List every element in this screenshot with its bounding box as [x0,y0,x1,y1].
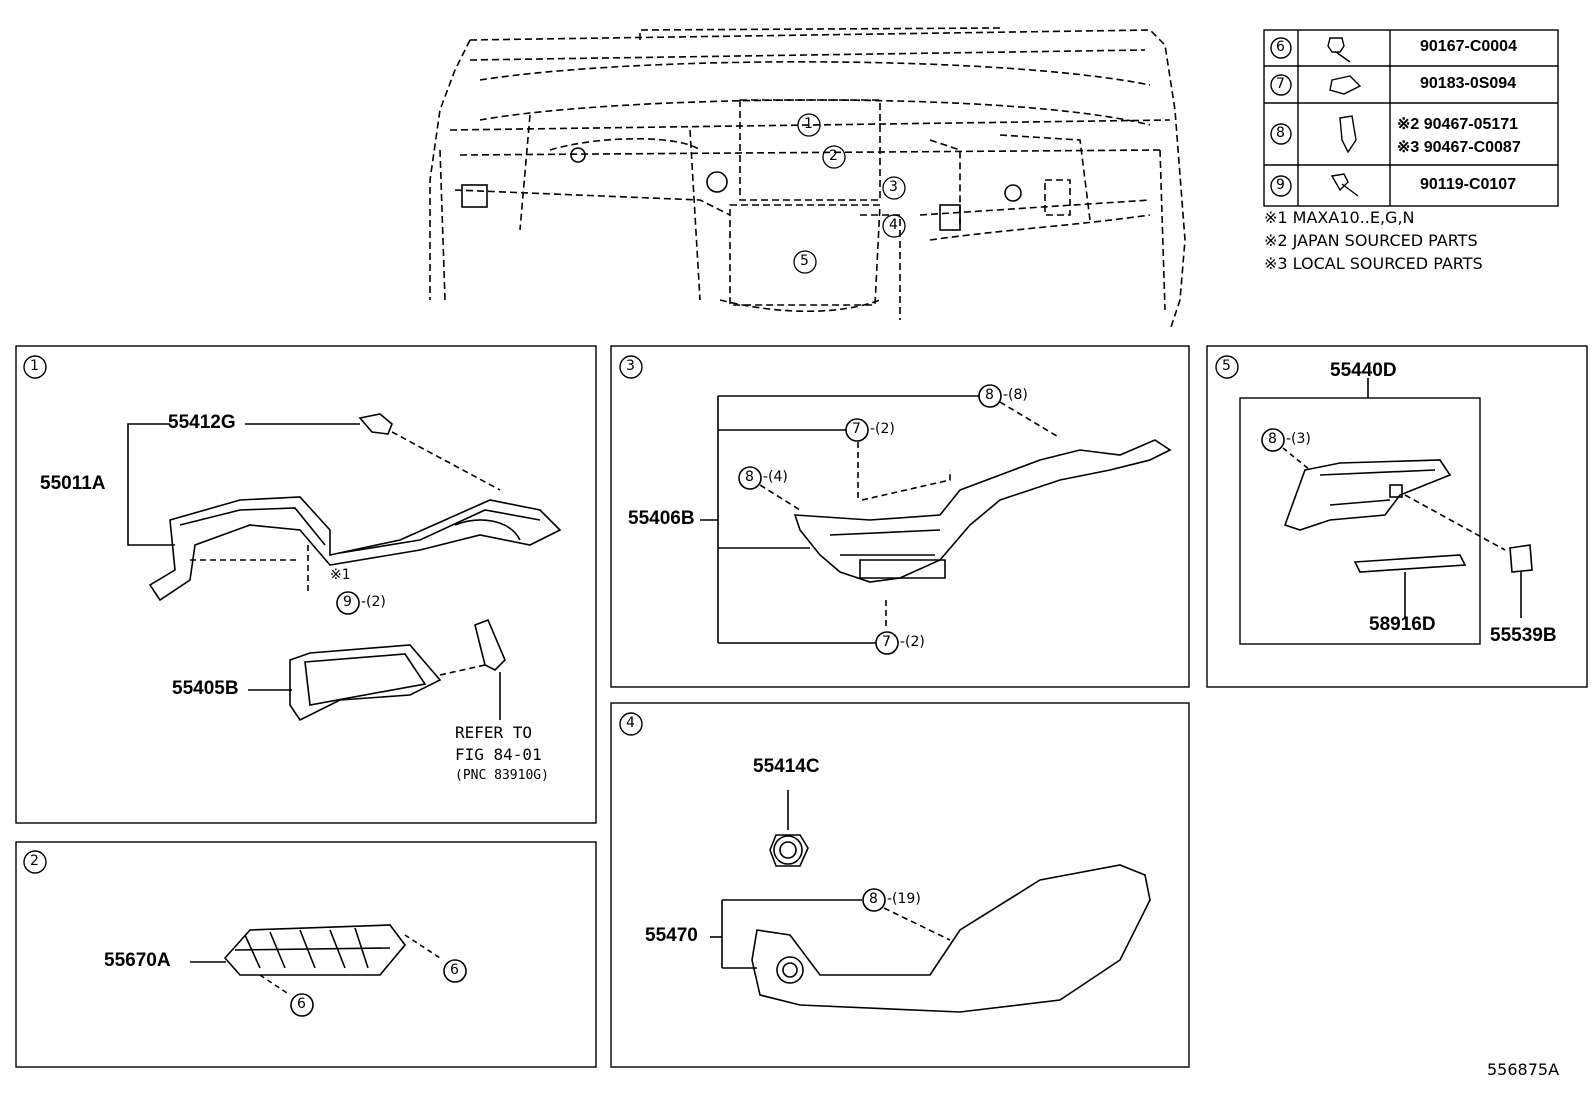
panel2-clip-a: 6 [450,962,459,978]
panel3-c7b: 7 [882,634,891,650]
overview-callouts [793,113,906,274]
panel5-c8-qty: -(3) [1286,431,1311,447]
panel3-c8a-qty: -(8) [1003,387,1028,403]
overview-callout-2: 2 [829,148,838,164]
dashboard-overview [429,27,1186,331]
note-1: ※1 MAXA10..E,G,N [1264,208,1415,227]
panel5-c8: 8 [1268,431,1277,447]
part-90183-0S094: 90183-0S094 [1420,75,1517,92]
panel3-c8b-qty: -(4) [763,469,788,485]
panel3-c8a: 8 [985,387,994,403]
panel2-clip-b: 6 [297,996,306,1012]
panel1-id: 1 [30,358,39,374]
screw-icon [1330,173,1349,192]
fastener-icons [1327,37,1362,197]
note-2: ※2 JAPAN SOURCED PARTS [1264,231,1478,250]
panel4-c8: 8 [869,891,878,907]
dashboard-details [461,147,1022,231]
part-90119-C0107: 90119-C0107 [1420,176,1517,193]
panel1-screw-qty: -(2) [361,594,386,610]
panel2-id: 2 [30,853,39,869]
part-55440D: 55440D [1330,360,1397,381]
part-55412G: 55412G [168,412,236,433]
panel4-c8-qty: -(19) [887,891,921,907]
panel1-note: ※1 [330,567,351,583]
panel3-c7a: 7 [852,421,861,437]
refer-line-2: FIG 84-01 [455,745,542,764]
part-90467-05171: ※2 90467-05171 [1397,116,1519,133]
panel2-parts [190,924,467,1017]
bolt-icon [1327,37,1345,53]
table-ref-8: 8 [1276,125,1285,141]
part-55405B: 55405B [172,678,239,699]
overview-callout-4: 4 [889,217,898,233]
part-90467-C0087: ※3 90467-C0087 [1397,139,1521,156]
push-clip-icon [1339,115,1357,154]
part-55470: 55470 [645,925,698,946]
panel1-parts [127,413,562,722]
panel3-id: 3 [626,358,635,374]
table-ref-7: 7 [1276,76,1285,92]
table-ref-9: 9 [1276,177,1285,193]
part-90167-C0004: 90167-C0004 [1420,38,1517,55]
panel3-c8b: 8 [745,469,754,485]
overview-callout-1: 1 [804,116,813,132]
panel4-parts [710,790,1151,1013]
panel3-parts [700,384,1172,655]
panel3-c7b-qty: -(2) [900,634,925,650]
panel3-c7a-qty: -(2) [870,421,895,437]
refer-line-3: (PNC 83910G) [455,768,549,783]
part-58916D: 58916D [1369,614,1436,635]
part-55539B: 55539B [1490,625,1557,646]
clip-icon [1329,75,1362,95]
part-55670A: 55670A [104,950,171,971]
panel5-id: 5 [1222,358,1231,374]
part-55406B: 55406B [628,508,695,529]
note-3: ※3 LOCAL SOURCED PARTS [1264,254,1483,273]
panel5-parts [1261,378,1533,618]
panel-frames [15,345,1588,1068]
panel4-id: 4 [626,715,635,731]
table-ref-6: 6 [1276,39,1285,55]
fastener-table-grid [1263,29,1559,207]
overview-callout-5: 5 [800,253,809,269]
refer-line-1: REFER TO [455,723,533,742]
part-55414C: 55414C [753,756,820,777]
figure-id: 556875A [1487,1060,1560,1079]
part-55011A: 55011A [40,473,106,494]
panel1-screw-ref: 9 [343,594,352,610]
overview-callout-3: 3 [889,179,898,195]
